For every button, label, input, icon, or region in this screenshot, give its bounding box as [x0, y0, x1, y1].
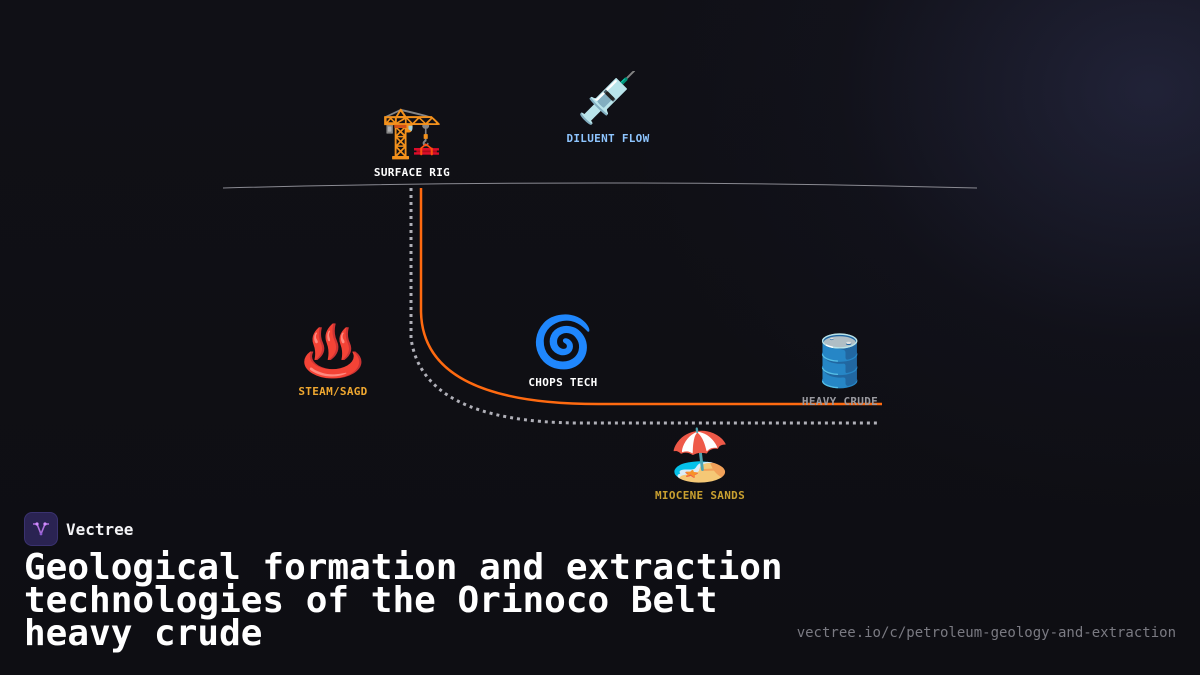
construction-crane-icon: 🏗️: [380, 103, 444, 161]
solid-well-path: [419, 188, 882, 406]
page-title: Geological formation and extraction tech…: [24, 547, 783, 654]
cyclone-icon: 🌀: [531, 313, 595, 371]
hot-springs-icon: ♨️: [301, 322, 365, 380]
beach-umbrella-icon: 🏖️: [668, 426, 732, 484]
node-label-surface-rig: SURFACE RIG: [373, 166, 451, 179]
syringe-icon: 💉: [576, 69, 640, 127]
oil-drum-icon: 🛢️: [808, 332, 872, 390]
node-surface-rig: 🏗️ SURFACE RIG: [374, 104, 450, 179]
node-label-chops-tech: CHOPS TECH: [528, 376, 598, 389]
node-label-diluent-flow: DILUENT FLOW: [566, 132, 650, 145]
brand-name: Vectree: [66, 519, 134, 539]
node-label-heavy-crude: HEAVY CRUDE: [801, 395, 879, 408]
node-diluent-flow: 💉 DILUENT FLOW: [566, 70, 649, 145]
brand: Vectree: [24, 512, 133, 546]
node-miocene-sands: 🏖️ MIOCENE SANDS: [655, 427, 745, 502]
source-url[interactable]: vectree.io/c/petroleum-geology-and-extra…: [796, 625, 1176, 641]
ground-surface-line: [222, 182, 978, 189]
node-steam-sagd: ♨️ STEAM/SAGD: [298, 323, 367, 398]
node-heavy-crude: 🛢️ HEAVY CRUDE: [802, 333, 878, 408]
node-chops-tech: 🌀 CHOPS TECH: [528, 314, 597, 389]
dotted-well-path: [409, 188, 880, 425]
vectree-logo-icon: [24, 512, 58, 546]
node-label-miocene-sands: MIOCENE SANDS: [655, 489, 745, 502]
node-label-steam-sagd: STEAM/SAGD: [298, 385, 368, 398]
